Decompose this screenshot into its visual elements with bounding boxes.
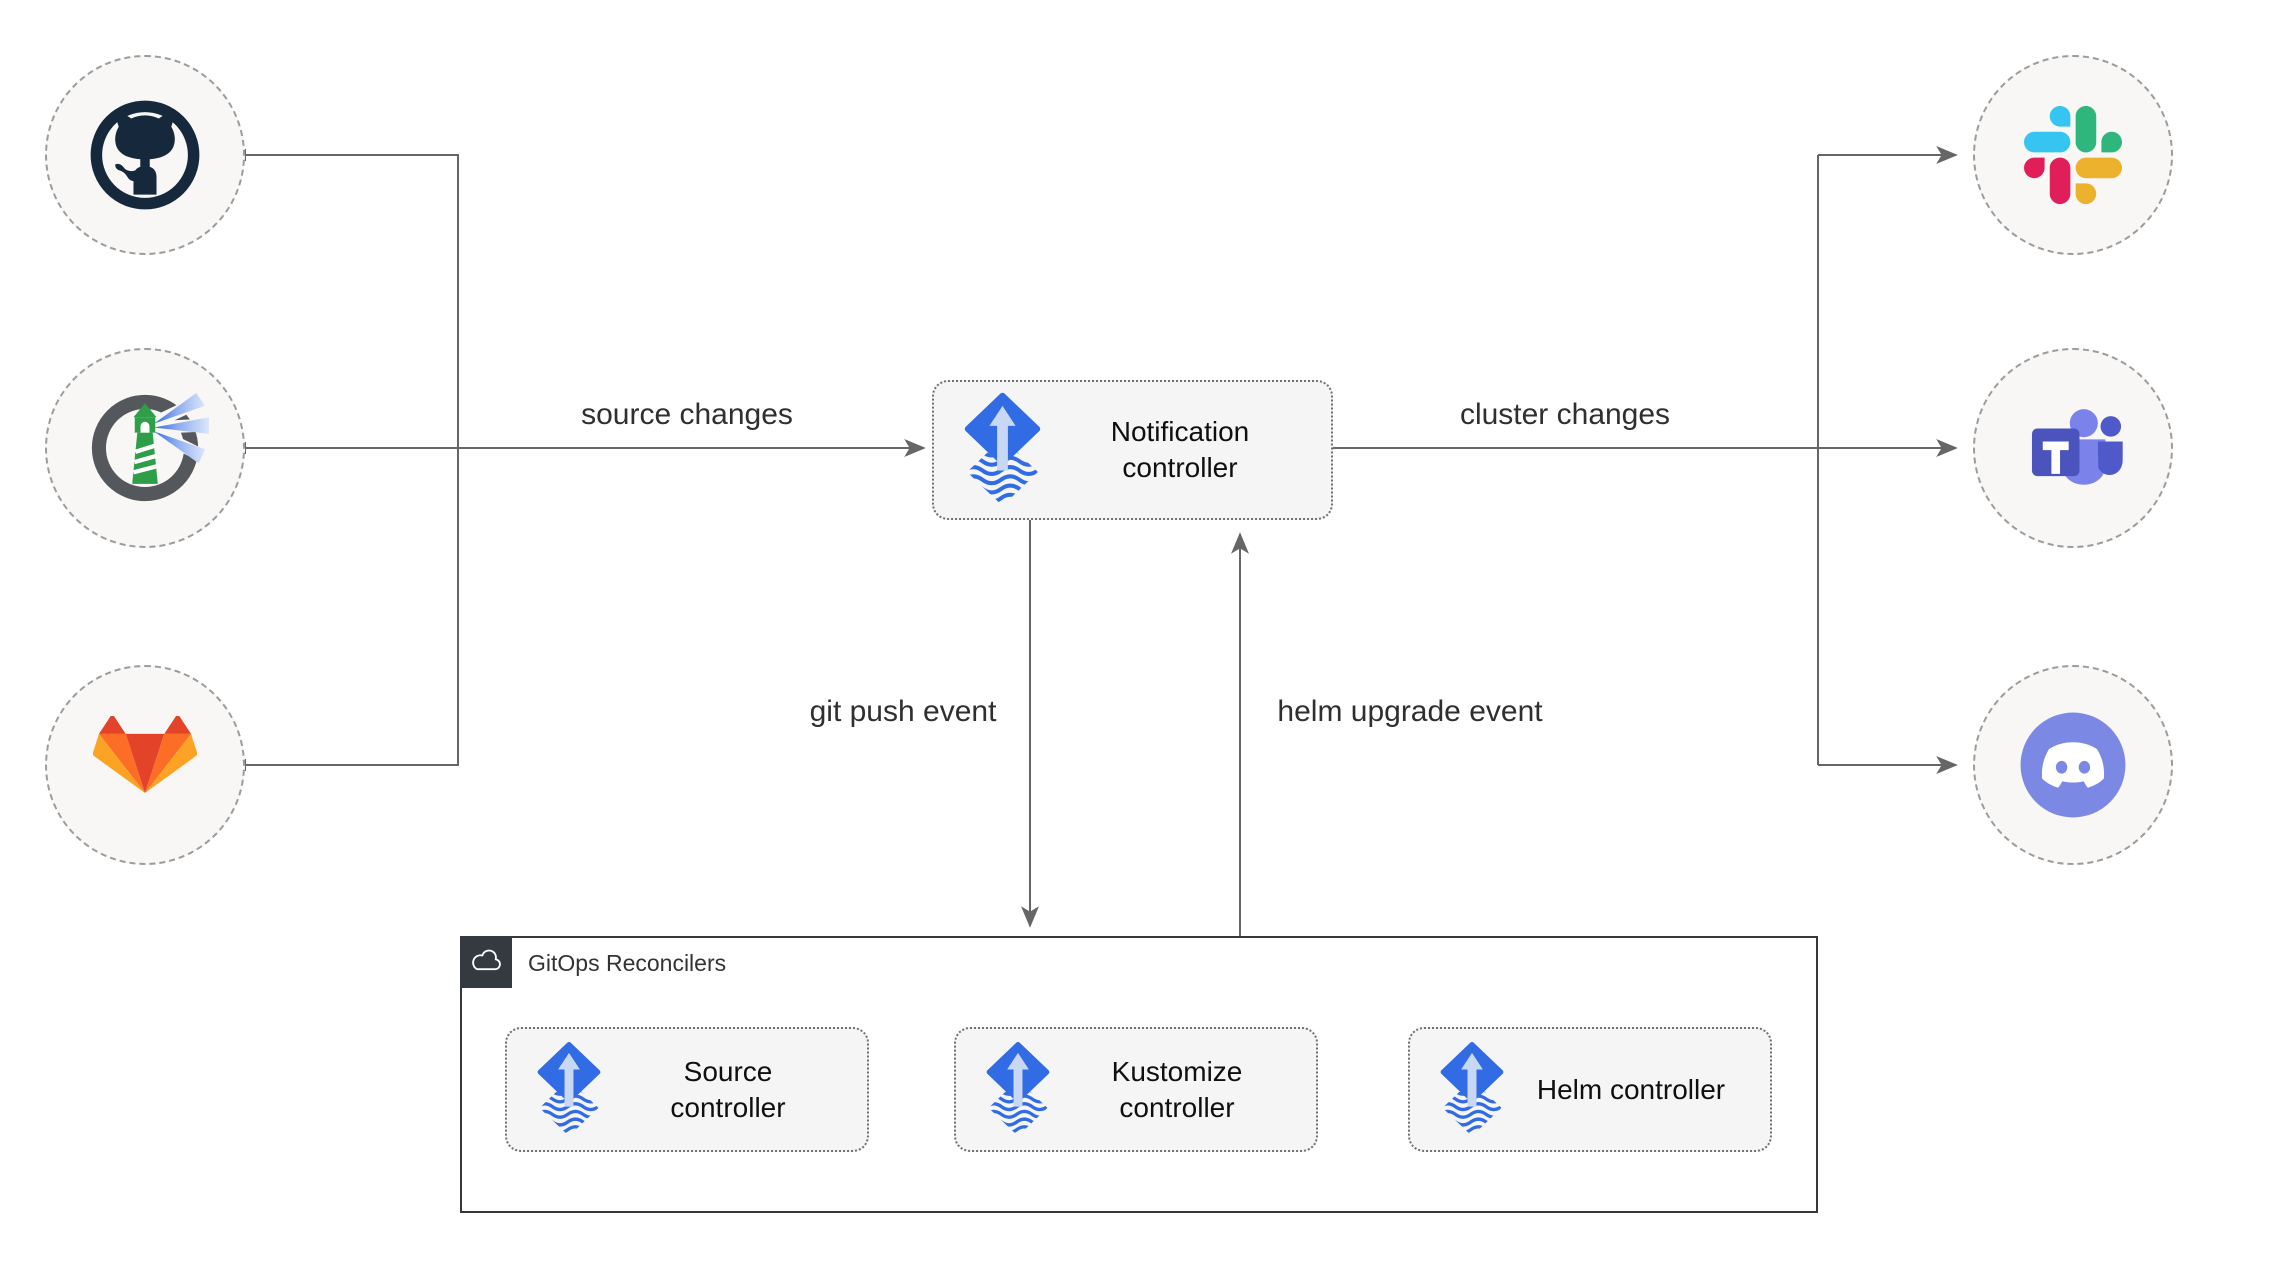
node-notification-controller: Notification controller [932,380,1333,520]
container-badge [460,936,512,988]
flux-icon [537,1041,601,1139]
flux-icon [986,1041,1050,1139]
node-github [45,55,245,255]
edge-label-git-push-event: git push event [805,695,1001,729]
node-gitlab [45,665,245,865]
edge-right-junction [1333,155,1819,765]
node-kustomize-controller: Kustomize controller [954,1027,1318,1152]
gitlab-icon [93,716,197,815]
node-label: Source controller [670,1055,786,1123]
flux-icon [964,392,1041,509]
node-label: Kustomize controller [1111,1055,1243,1123]
edge-left-junction [245,154,459,766]
edge-label-helm-upgrade-event: helm upgrade event [1273,695,1547,729]
node-teams [1973,348,2173,548]
edge-label-cluster-changes: cluster changes [1455,398,1675,432]
node-slack [1973,55,2173,255]
node-source-controller: Source controller [505,1027,869,1152]
discord-icon [2016,708,2130,822]
harbor-icon [81,384,209,512]
node-harbor [45,348,245,548]
node-label: Notification controller [1110,416,1250,483]
node-label: Helm controller [1536,1073,1726,1105]
flux-icon [1440,1041,1504,1139]
container-title: GitOps Reconcilers [528,950,727,976]
github-icon [81,91,209,219]
node-helm-controller: Helm controller [1408,1027,1772,1152]
edge-label-source-changes: source changes [577,398,797,432]
teams-icon [2019,394,2127,502]
node-discord [1973,665,2173,865]
slack-icon [2024,106,2122,204]
cloud-icon [468,949,504,975]
